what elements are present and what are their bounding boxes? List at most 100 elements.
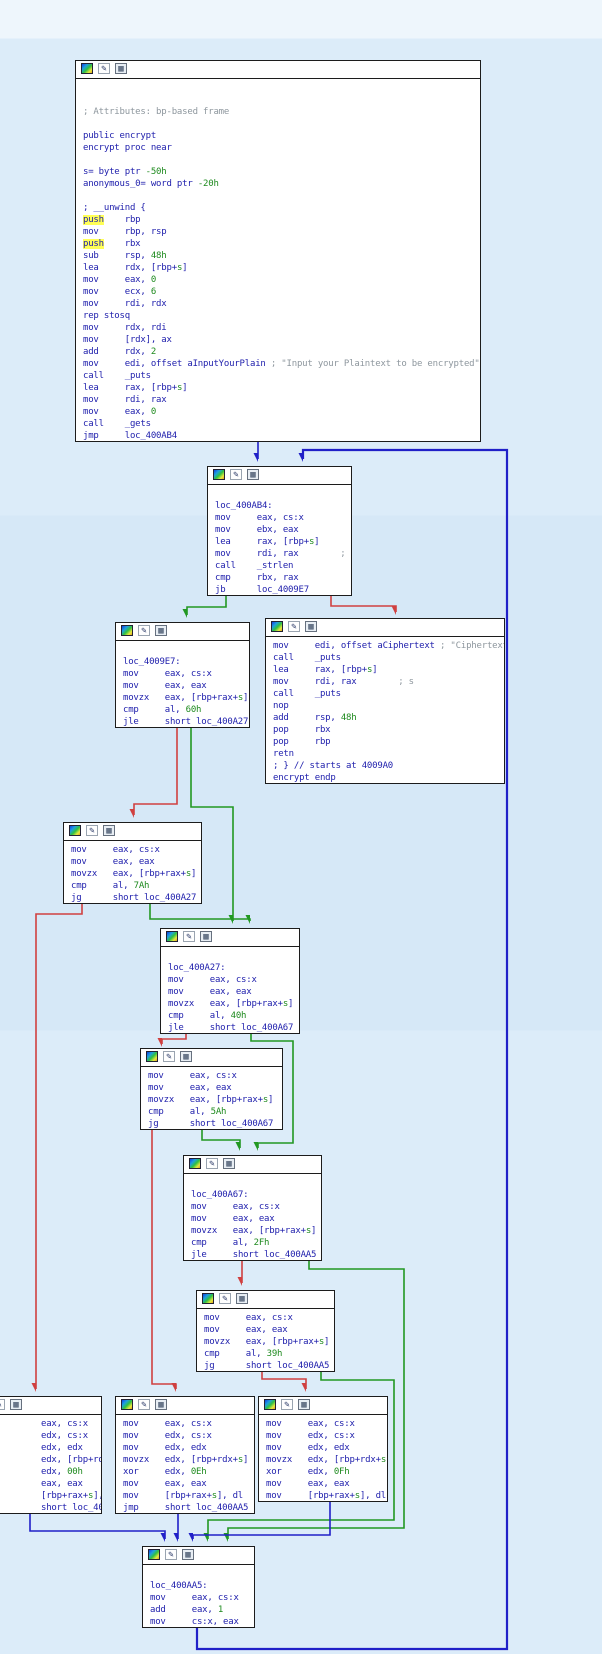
asm-line[interactable]: mov eax, eax [168,987,252,997]
asm-line[interactable]: mov eax, eax [191,1214,275,1224]
asm-line[interactable]: public encrypt [83,131,157,141]
edit-pencil-icon[interactable]: ✎ [183,931,195,942]
asm-line[interactable]: edx, 00h [41,1467,83,1477]
asm-line[interactable]: mov rdi, rdx [83,299,167,309]
color-palette-icon[interactable] [146,1051,158,1062]
annotation-icon[interactable]: ▦ [180,1051,192,1062]
asm-line[interactable]: mov eax, cs:x [266,1419,355,1429]
node-titlebar[interactable]: ✎▦ [0,1397,101,1415]
asm-line[interactable]: mov edi, offset aInputYourPlain ; "Input… [83,359,480,369]
color-palette-icon[interactable] [264,1399,276,1410]
node-titlebar[interactable]: ✎▦ [197,1291,334,1309]
asm-line[interactable]: rep stosq [83,311,130,321]
asm-line[interactable]: mov eax, 0 [83,275,157,285]
node-titlebar[interactable]: ✎▦ [116,1397,254,1415]
asm-line[interactable]: movzx eax, [rbp+rax+s] [168,999,294,1009]
asm-line[interactable]: jle short loc_400A27 [123,717,249,727]
asm-line[interactable]: short loc_400AA5 [41,1503,101,1513]
node-titlebar[interactable]: ✎▦ [184,1156,321,1174]
asm-line[interactable]: edx, cs:x [41,1431,88,1441]
edit-pencil-icon[interactable]: ✎ [230,469,242,480]
asm-line[interactable]: mov eax, cs:x [148,1071,237,1081]
asm-line[interactable]: mov edx, cs:x [266,1431,355,1441]
asm-line[interactable] [83,82,480,94]
asm-line[interactable]: eax, eax [41,1479,83,1489]
annotation-icon[interactable]: ▦ [223,1158,235,1169]
node-titlebar[interactable]: ✎▦ [266,619,504,637]
asm-line[interactable]: mov [rbp+rax+s], dl [266,1491,387,1501]
asm-line[interactable]: movzx eax, [rbp+rax+s] [148,1095,274,1105]
graph-node-xor0E[interactable]: ✎▦ mov eax, cs:x mov edx, cs:x mov edx, edx… [115,1396,255,1514]
asm-line[interactable]: loc_400A27: [168,963,226,973]
asm-line[interactable]: jle short loc_400A67 [168,1023,294,1033]
asm-line[interactable]: mov eax, cs:x [123,1419,212,1429]
edit-pencil-icon[interactable]: ✎ [138,625,150,636]
asm-line[interactable] [123,644,249,656]
asm-line[interactable]: jg short loc_400A67 [148,1119,274,1129]
annotation-icon[interactable]: ▦ [115,63,127,74]
asm-line[interactable]: mov eax, cs:x [123,669,212,679]
asm-line[interactable]: movzx edx, [rbp+rdx+s] [123,1455,249,1465]
asm-line[interactable]: mov eax, eax [204,1325,288,1335]
asm-line[interactable]: cmp al, 5Ah [148,1107,227,1117]
graph-node-entry[interactable]: ✎▦ ; Attributes: bp-based frame public e… [75,60,481,442]
asm-line[interactable]: mov eax, cs:x [215,513,304,523]
node-titlebar[interactable]: ✎▦ [259,1397,387,1415]
asm-line[interactable]: call _strlen [215,561,294,571]
annotation-icon[interactable]: ▦ [200,931,212,942]
node-titlebar[interactable]: ✎▦ [64,823,201,841]
asm-line[interactable]: mov edx, edx [123,1443,207,1453]
asm-line[interactable]: mov ebx, eax [215,525,299,535]
asm-line[interactable] [83,94,480,106]
asm-line[interactable]: cmp al, 2Fh [191,1238,270,1248]
color-palette-icon[interactable] [271,621,283,632]
color-palette-icon[interactable] [148,1549,160,1560]
asm-line[interactable]: ; Attributes: bp-based frame [83,107,230,117]
node-titlebar[interactable]: ✎▦ [208,467,351,485]
asm-line[interactable]: mov rdi, rax ; s [215,549,351,559]
asm-line[interactable] [168,950,299,962]
asm-line[interactable]: [rbp+rax+s], dl [41,1491,101,1501]
color-palette-icon[interactable] [202,1293,214,1304]
asm-line[interactable]: jg short loc_400AA5 [204,1361,330,1371]
asm-line[interactable]: loc_400AA5: [150,1581,208,1591]
graph-node-exit[interactable]: ✎▦mov edi, offset aCiphertext ; "Ciphert… [265,618,505,784]
asm-line[interactable]: push rbp [83,215,141,225]
node-titlebar[interactable]: ✎▦ [141,1049,282,1067]
annotation-icon[interactable]: ▦ [155,1399,167,1410]
asm-line[interactable]: mov eax, 0 [83,407,157,417]
asm-line[interactable]: cmp rbx, rax [215,573,299,583]
annotation-icon[interactable]: ▦ [305,621,317,632]
asm-line[interactable]: movzx edx, [rbp+rdx+s] [266,1455,387,1465]
asm-line[interactable]: lea rax, [rbp+s] [215,537,320,547]
asm-line[interactable]: retn [273,749,294,759]
asm-line[interactable]: ; __unwind { [83,203,146,213]
asm-line[interactable]: movzx eax, [rbp+rax+s] [71,869,197,879]
color-palette-icon[interactable] [189,1158,201,1169]
edit-pencil-icon[interactable]: ✎ [288,621,300,632]
annotation-icon[interactable]: ▦ [247,469,259,480]
asm-line[interactable]: encrypt proc near [83,143,172,153]
asm-line[interactable]: mov eax, eax [71,857,155,867]
node-titlebar[interactable]: ✎▦ [116,623,249,641]
asm-line[interactable]: mov edx, cs:x [123,1431,212,1441]
color-palette-icon[interactable] [81,63,93,74]
asm-line[interactable]: cmp al, 39h [204,1349,283,1359]
asm-line[interactable]: mov eax, cs:x [204,1313,293,1323]
asm-line[interactable]: jb loc_4009E7 [215,585,309,595]
asm-line[interactable]: loc_400A67: [191,1190,249,1200]
asm-line[interactable]: loc_400AB4: [215,501,273,511]
node-titlebar[interactable]: ✎▦ [161,929,299,947]
asm-line[interactable]: mov rdi, rax ; s [273,677,414,687]
asm-line[interactable]: jle short loc_400AA5 [191,1250,317,1260]
asm-line[interactable]: eax, cs:x [41,1419,88,1429]
edit-pencil-icon[interactable]: ✎ [86,825,98,836]
asm-line[interactable]: jg short loc_400A27 [71,893,197,903]
